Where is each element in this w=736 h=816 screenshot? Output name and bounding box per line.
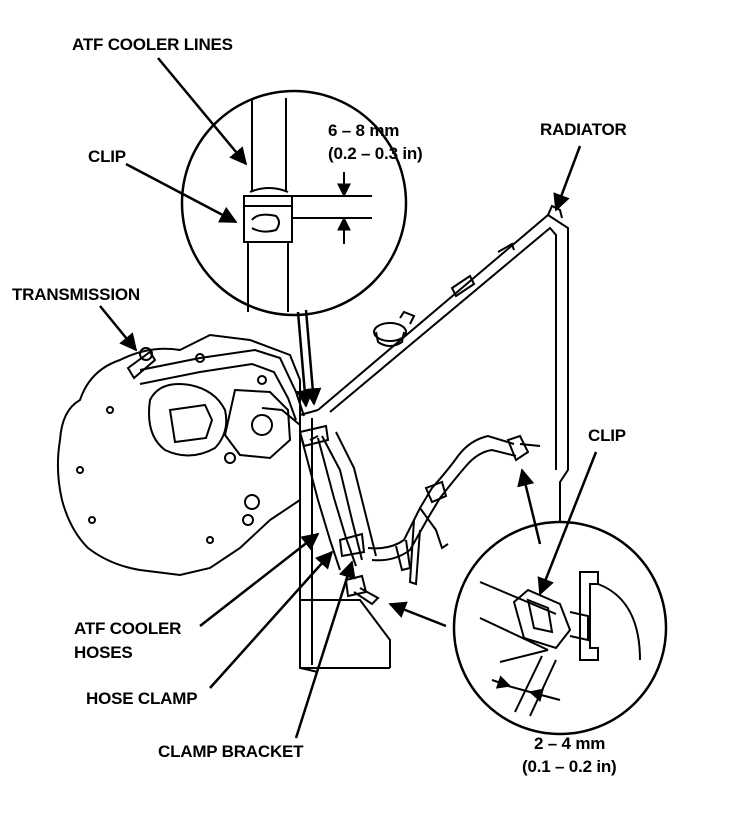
atf-cooler-lines (139, 348, 305, 426)
label-atf-cooler-hoses-line1: ATF COOLER (74, 619, 182, 638)
label-radiator: RADIATOR (540, 120, 627, 139)
label-gap-bottom-in: (0.1 – 0.2 in) (522, 757, 617, 776)
label-gap-top-mm: 6 – 8 mm (328, 121, 400, 140)
callout-arrows (99, 57, 598, 739)
label-hose-clamp: HOSE CLAMP (86, 689, 198, 708)
label-gap-top-in: (0.2 – 0.3 in) (328, 144, 423, 163)
label-clip-right: CLIP (588, 426, 626, 445)
label-gap-bottom-mm: 2 – 4 mm (534, 734, 606, 753)
transmission (56, 333, 301, 577)
atf-cooler-hoses (298, 424, 541, 606)
label-atf-cooler-hoses-line2: HOSES (74, 643, 133, 662)
label-transmission: TRANSMISSION (12, 285, 140, 304)
label-clip-top: CLIP (88, 147, 126, 166)
label-atf-cooler-lines: ATF COOLER LINES (72, 35, 233, 54)
bottom-detail-view (452, 520, 668, 736)
label-clamp-bracket: CLAMP BRACKET (158, 742, 304, 761)
radiator (299, 204, 569, 673)
